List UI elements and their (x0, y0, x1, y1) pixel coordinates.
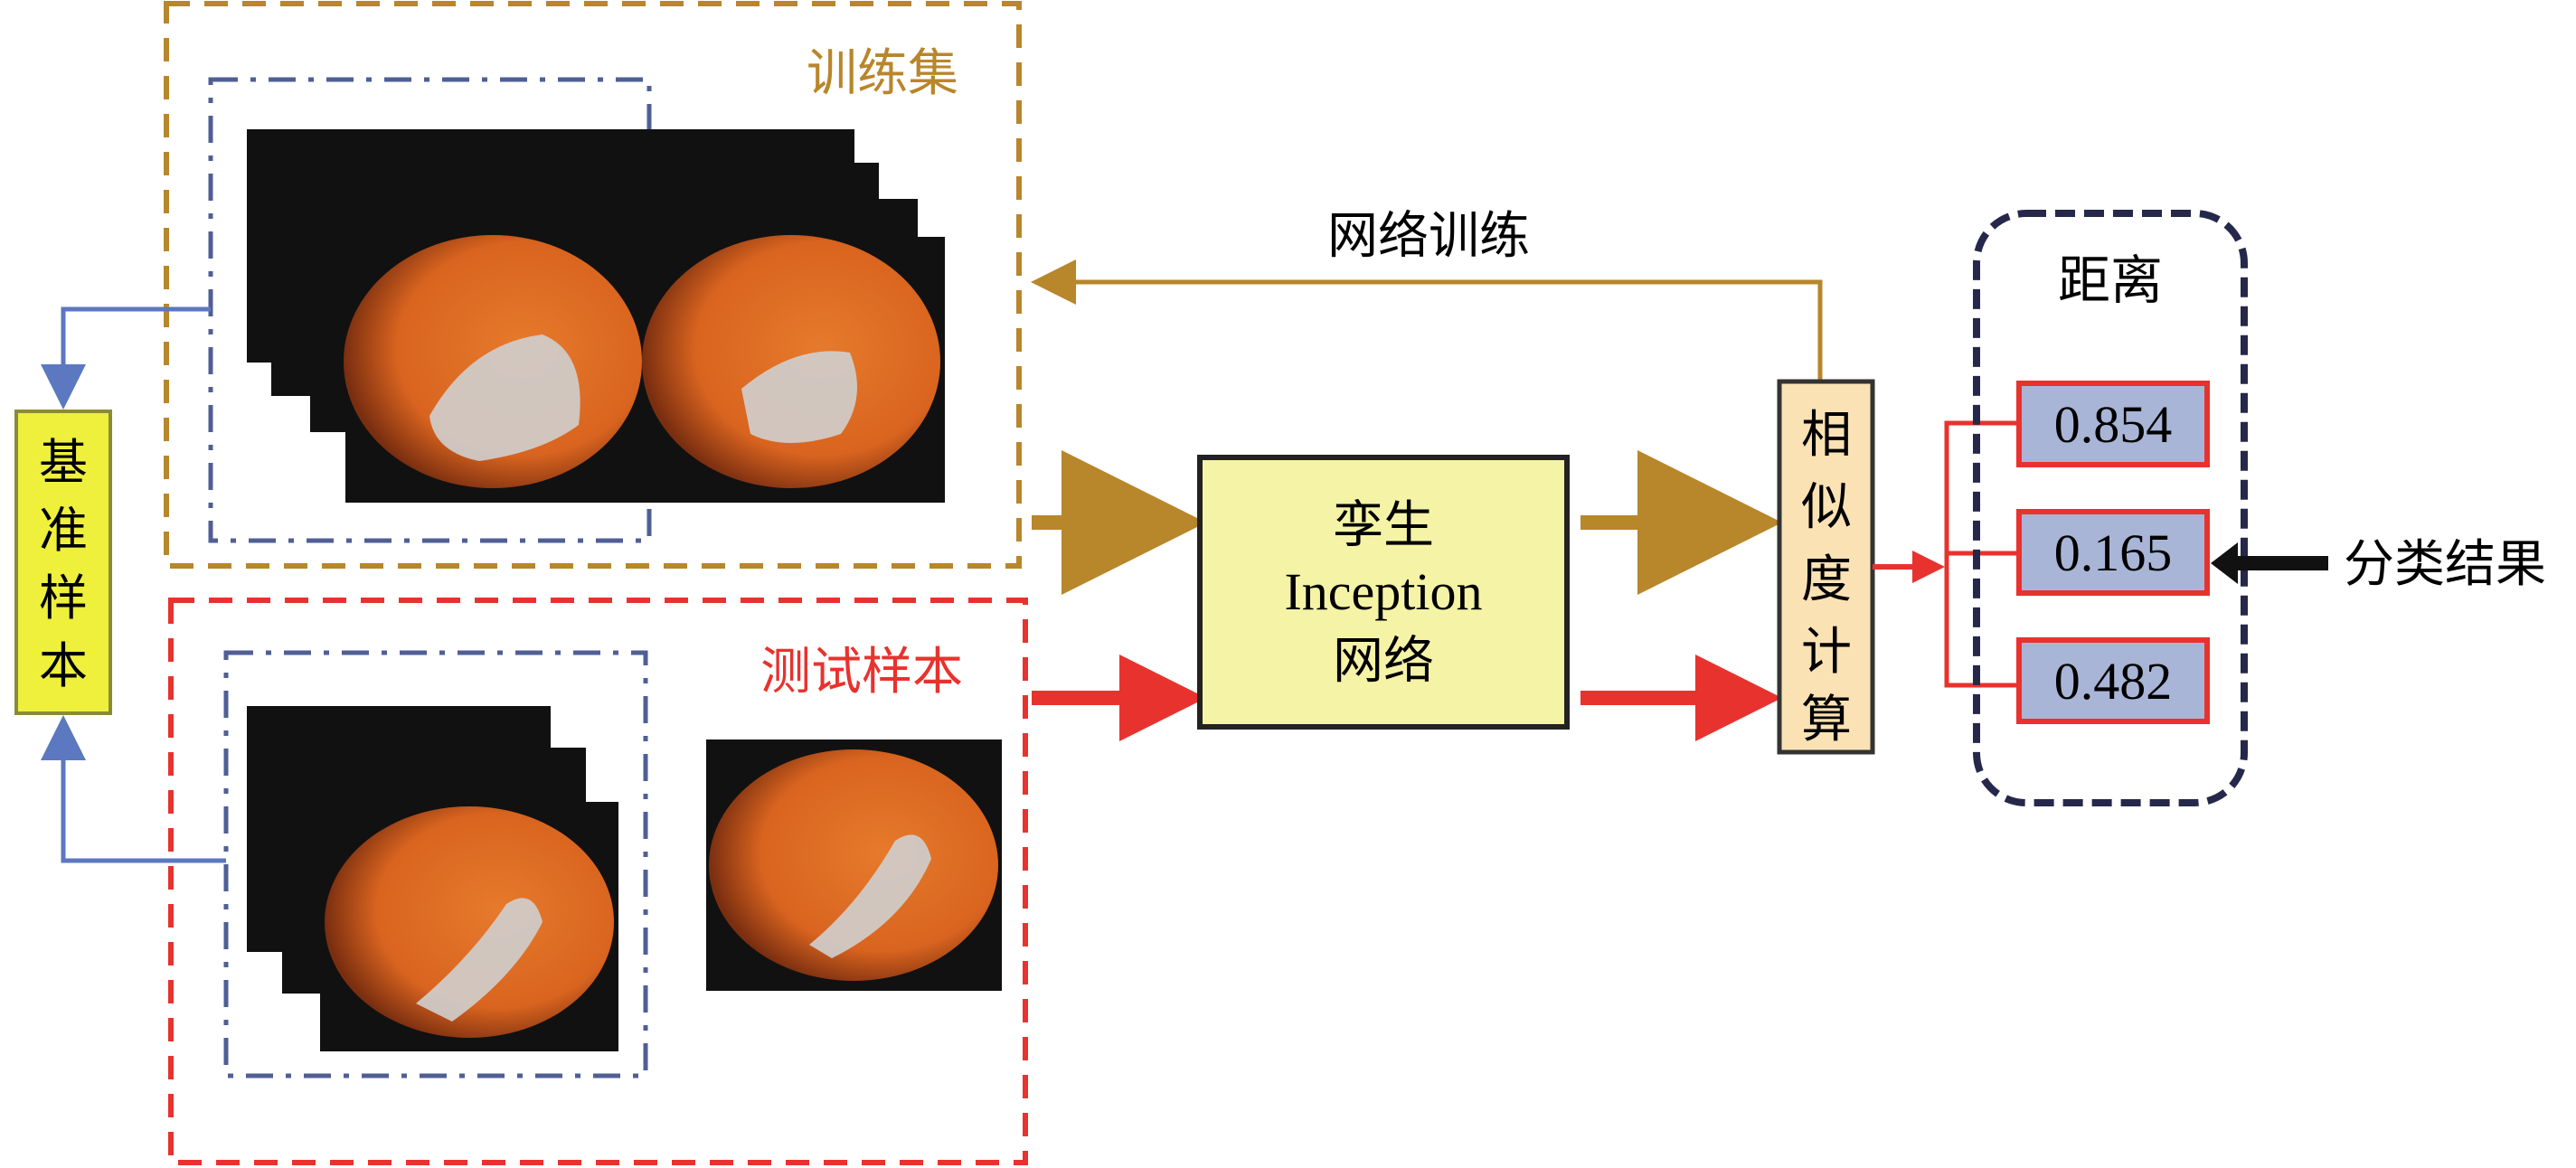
similarity-char: 度 (1801, 551, 1852, 609)
fundus-image (709, 749, 998, 981)
training-image-stack (247, 129, 945, 503)
distance-value: 0.165 (2054, 523, 2173, 582)
siamese-inception-network-box: 孪生 Inception 网络 (1197, 455, 1570, 730)
distance-value-box: 0.482 (2016, 637, 2210, 724)
training-set-group: 训练集 (164, 1, 1022, 569)
distance-label: 距离 (2058, 250, 2163, 311)
reference-char: 基 (39, 434, 88, 491)
test-sample-border (168, 598, 1028, 1165)
reference-char: 样 (39, 570, 88, 626)
distance-value: 0.482 (2054, 652, 2173, 711)
distance-value: 0.854 (2054, 395, 2173, 454)
training-set-border (164, 1, 1022, 569)
test-sample-group: 测试样本 (168, 598, 1028, 1165)
distance-value-box: 0.165 (2016, 509, 2210, 596)
reference-arrow-bottom (41, 715, 226, 863)
similarity-char: 似 (1801, 478, 1852, 537)
inception-label: Inception (1284, 562, 1482, 621)
reference-char: 准 (39, 502, 88, 559)
network-training-label: 网络训练 (1327, 207, 1530, 266)
similarity-char: 相 (1801, 406, 1852, 465)
fundus-image (325, 806, 614, 1038)
similarity-char: 算 (1801, 691, 1852, 749)
test-sample-label: 测试样本 (760, 643, 963, 702)
distance-group: 距离 0.854 0.165 0.482 (1973, 210, 2248, 806)
test-image (706, 739, 1002, 991)
reference-sample-box: 基 准 样 本 (14, 410, 112, 715)
classification-result-label: 分类结果 (2344, 535, 2546, 594)
reference-char: 本 (39, 637, 88, 694)
siamese-label: 孪生 (1333, 496, 1434, 555)
classification-arrow-head (2211, 542, 2238, 584)
similarity-char: 计 (1801, 623, 1852, 682)
test-reference-image-stack (247, 706, 618, 1051)
network-label: 网络 (1333, 632, 1434, 691)
training-set-label: 训练集 (807, 44, 958, 103)
reference-arrow-top (41, 306, 211, 410)
network-training-feedback-arrow (1031, 259, 1823, 381)
reference-test-group-border (223, 650, 648, 1079)
distance-value-box: 0.854 (2016, 381, 2210, 467)
similarity-calculation-box: 相 似 度 计 算 (1777, 379, 1875, 755)
